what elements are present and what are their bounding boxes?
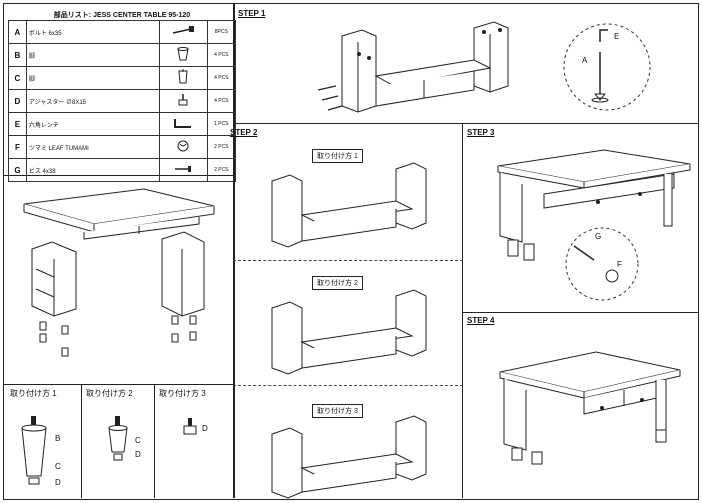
part-letter: B — [8, 43, 27, 67]
callout-d-2: D — [135, 450, 141, 459]
step-1-title: STEP 1 — [238, 9, 266, 18]
part-qty: 4 PCS — [206, 89, 237, 113]
callout-a: A — [582, 56, 588, 65]
part-qty: 2 PCS — [206, 135, 237, 159]
adjuster-icon — [159, 89, 208, 113]
callout-c-2: C — [135, 436, 141, 445]
step-4-illustration — [499, 351, 681, 465]
parts-row: F ツマミ LEAF TUMAMI 2 PCS — [8, 135, 237, 159]
screw-icon — [159, 158, 208, 182]
callout-e: E — [614, 32, 620, 41]
divider-step1-bottom — [233, 123, 698, 124]
knob-detail-circle — [565, 227, 639, 301]
bolt-icon — [159, 20, 208, 44]
parts-row: B 脚 4 PCS — [8, 43, 237, 67]
divider-exploded-bottom — [4, 384, 234, 385]
step-2-method-2-label: 取り付け方 2 — [312, 276, 363, 290]
divider-vertical-right — [462, 123, 463, 498]
callout-f: F — [617, 260, 622, 269]
part-qty: 4 PCS — [206, 43, 237, 67]
step-2-method-3-label: 取り付け方 3 — [312, 404, 363, 418]
callout-d-3: D — [202, 424, 208, 433]
divider-attach-1 — [81, 384, 82, 498]
part-name: アジャスター ∅8X15 — [25, 89, 161, 113]
step-1-illustration — [317, 21, 509, 113]
parts-row: G ビス 4x38 2 PCS — [8, 158, 237, 182]
step-4-title: STEP 4 — [467, 316, 495, 325]
part-letter: C — [8, 66, 27, 90]
divider-step3-bottom — [462, 312, 698, 313]
part-name: ボルト 6x35 — [25, 20, 161, 44]
exploded-view-illustration — [23, 188, 215, 357]
step-3-illustration — [497, 149, 691, 261]
part-name: ツマミ LEAF TUMAMI — [25, 135, 161, 159]
callout-d: D — [55, 478, 61, 487]
adjuster-d-illustration — [183, 418, 197, 435]
leg-icon — [159, 66, 208, 90]
parts-list-title: 部品リスト: JESS CENTER TABLE 95-120 — [53, 12, 191, 19]
dashed-divider-2 — [233, 385, 463, 386]
parts-row: C 脚 4 PCS — [8, 66, 237, 90]
dashed-divider-1 — [233, 260, 463, 261]
part-name: 六角レンチ — [25, 112, 161, 136]
part-qty: 8PCS — [206, 20, 237, 44]
parts-row: D アジャスター ∅8X15 4 PCS — [8, 89, 237, 113]
part-qty: 4 PCS — [206, 66, 237, 90]
step-2c-illustration — [271, 415, 427, 499]
callout-g: G — [595, 232, 602, 241]
attach-method-2-title: 取り付け方 2 — [86, 389, 133, 398]
step-2-title: STEP 2 — [230, 128, 258, 137]
part-name: 脚 — [25, 66, 161, 90]
callout-b: B — [55, 434, 61, 443]
parts-row: E 六角レンチ 1 PCS — [8, 112, 237, 136]
divider-attach-2 — [154, 384, 155, 498]
instruction-sheet: 部品リスト: JESS CENTER TABLE 95-120 A ボルト 6x… — [3, 3, 699, 500]
part-name: ビス 4x38 — [25, 158, 161, 182]
part-letter: G — [8, 158, 27, 182]
part-letter: A — [8, 20, 27, 44]
parts-row: A ボルト 6x35 8PCS — [8, 20, 237, 44]
knob-icon — [159, 135, 208, 159]
part-name: 脚 — [25, 43, 161, 67]
divider-vertical-left — [233, 4, 235, 498]
step-3-title: STEP 3 — [467, 128, 495, 137]
attach-method-1-title: 取り付け方 1 — [10, 389, 57, 398]
leg-b-illustration — [21, 416, 47, 485]
part-qty: 1 PCS — [206, 112, 237, 136]
part-letter: D — [8, 89, 27, 113]
leg-c-illustration — [108, 416, 128, 461]
bolt-detail-circle — [563, 23, 651, 111]
callout-c: C — [55, 462, 61, 471]
hex-wrench-icon — [159, 112, 208, 136]
part-qty: 2 PCS — [206, 158, 237, 182]
parts-table: A ボルト 6x35 8PCS B 脚 4 PCS C 脚 4 PCS D アジ… — [8, 20, 237, 182]
step-2b-illustration — [271, 289, 427, 375]
attach-method-3-title: 取り付け方 3 — [159, 389, 206, 398]
part-letter: E — [8, 112, 27, 136]
part-letter: F — [8, 135, 27, 159]
leg-icon — [159, 43, 208, 67]
step-2-method-1-label: 取り付け方 1 — [312, 149, 363, 163]
step-2a-illustration — [271, 162, 427, 248]
